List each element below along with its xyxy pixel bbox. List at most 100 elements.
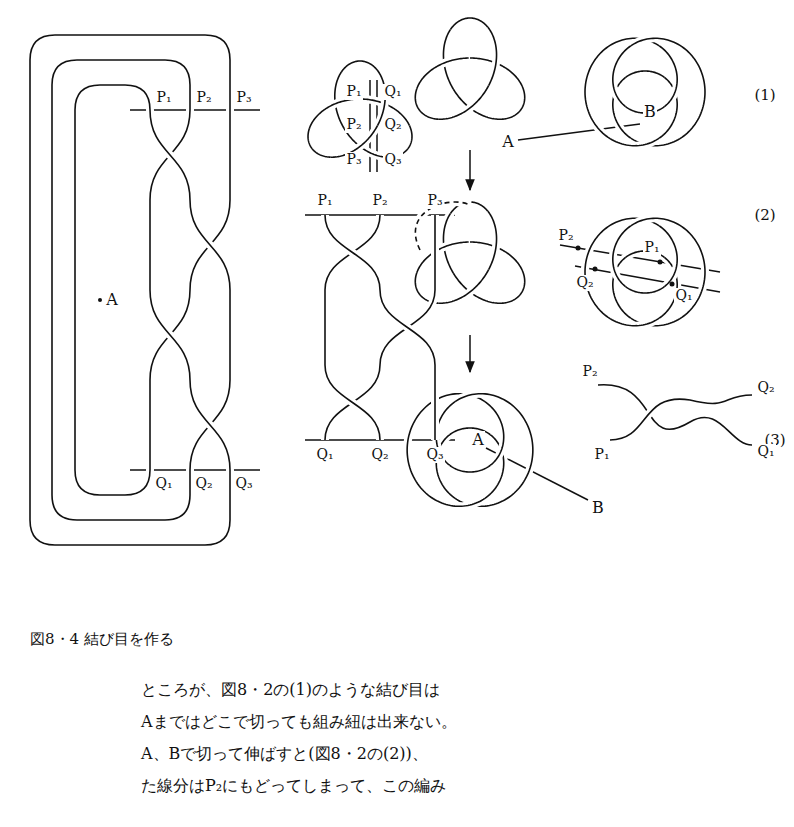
point-label: P₃ [426,193,443,208]
knot-strand [75,85,150,495]
crossing-gap [437,86,489,120]
knot-strand [434,365,436,440]
point-label: A [105,291,119,309]
cut-point [593,267,598,272]
point-label: P₁ [345,84,362,99]
crossing-gap [448,464,490,472]
point-mark [98,298,102,302]
knot-strand [415,202,470,250]
point-label: P₁ [155,90,172,105]
crossing-gap [150,110,190,200]
crossing-gap [325,365,380,440]
knot-strand [450,18,489,30]
cut-point [658,260,663,265]
knot-strand [380,290,435,365]
point-label: Q₁ [154,476,173,491]
knot-strand [30,35,230,545]
point-label: Q₂ [370,447,389,462]
knot-strand [229,110,231,200]
point-label: (2) [753,207,776,224]
crossing-gap [190,200,230,290]
crossing-gap [226,290,234,380]
knot-strand [455,394,533,450]
point-label: Q₂ [383,117,402,132]
knot-strand [325,365,380,440]
crossing-gap [75,85,150,495]
crossing-gap [455,394,533,450]
crossing-gap [380,290,435,365]
crossing-gap [626,71,666,79]
crossing-gap [624,285,664,293]
point-label: Q₃ [383,152,402,167]
crossing-gap [431,215,439,290]
knot-strand [585,38,662,92]
knot-strand [502,270,525,303]
point-label: Q₁ [756,444,775,459]
point-label: A [471,431,485,449]
point-label: Q₃ [425,447,444,462]
point-label: Q₃ [234,476,253,491]
point-label: Q₁ [315,447,334,462]
crossing-gap [585,38,662,92]
knot-strand [448,464,490,472]
cut-point [670,282,675,287]
body-text: ところが、図8・2の(1)のような結び目は [140,681,441,699]
knot-strand [610,395,752,440]
crossing-gap [610,395,752,440]
crossing-gap [431,365,439,440]
knot-strand [585,218,662,272]
knot-strand [585,87,659,146]
knot-strand [487,211,496,272]
crossing-gap [613,44,634,107]
knot-strand [502,86,525,119]
crossing-gap [150,290,190,380]
crossing-gap [598,385,752,445]
knot-strand [407,394,488,450]
knot-strand [150,110,190,200]
figure-caption: 図8・4 結び目を作る [30,630,174,649]
crossing-gap [190,380,230,470]
knot-strand [437,270,489,304]
crossing-gap [502,86,525,119]
crossing-gap [150,110,190,200]
crossing-gap [380,290,435,365]
crossing-gap [52,60,190,520]
crossing-gap [150,290,190,380]
knot-strand [626,71,666,79]
crossing-gap [487,211,496,272]
body-text: A、Bで切って伸ばすと(図8・2の(2))、 [140,745,429,763]
knot-strand [659,226,677,288]
crossing-gap [341,61,378,72]
step-arrow [469,335,471,372]
cut-line [575,266,720,292]
knot-strand [150,110,190,200]
point-label: Q₂ [575,275,594,290]
knot-strand [631,38,705,92]
knot-strand [417,242,469,273]
crossing-gap [325,365,380,440]
crossing-gap [485,402,504,467]
crossing-gap [502,270,525,303]
crossing-gap [585,87,659,146]
crossing-gap [585,218,662,272]
point-label: P₂ [371,193,388,208]
point-label: P₁ [316,193,333,208]
crossing-gap [415,202,470,250]
knot-strand [624,285,664,293]
knot-strand [417,58,469,89]
knot-strand [190,200,230,290]
point-label: Q₂ [194,476,213,491]
point-label: P₃ [235,90,252,105]
point-label: (1) [753,87,776,104]
crossing-gap [325,215,380,290]
body-text: た線分はP₂にもどってしまって、この編み [140,777,447,795]
knot-strand [190,200,230,290]
point-label: Q₂ [756,380,775,395]
crossing-gap [308,127,330,158]
knot-strand [325,215,380,290]
knot-strand [485,402,504,467]
crossing-gap [631,218,705,272]
crossing-gap [659,226,677,288]
crossing-gap [415,87,439,119]
